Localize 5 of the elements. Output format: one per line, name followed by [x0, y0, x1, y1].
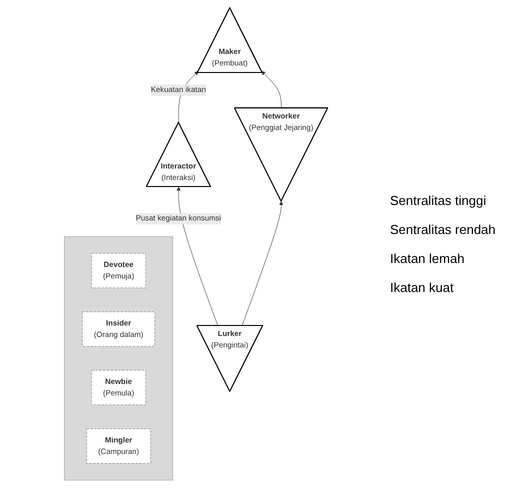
axis-note: Ikatan kuat	[389, 279, 455, 297]
cluster	[64, 236, 174, 480]
axis-note: Sentralitas rendah	[389, 221, 497, 239]
axis-note: Sentralitas tinggi	[389, 192, 488, 210]
axis-note: Ikatan lemah	[389, 250, 466, 268]
